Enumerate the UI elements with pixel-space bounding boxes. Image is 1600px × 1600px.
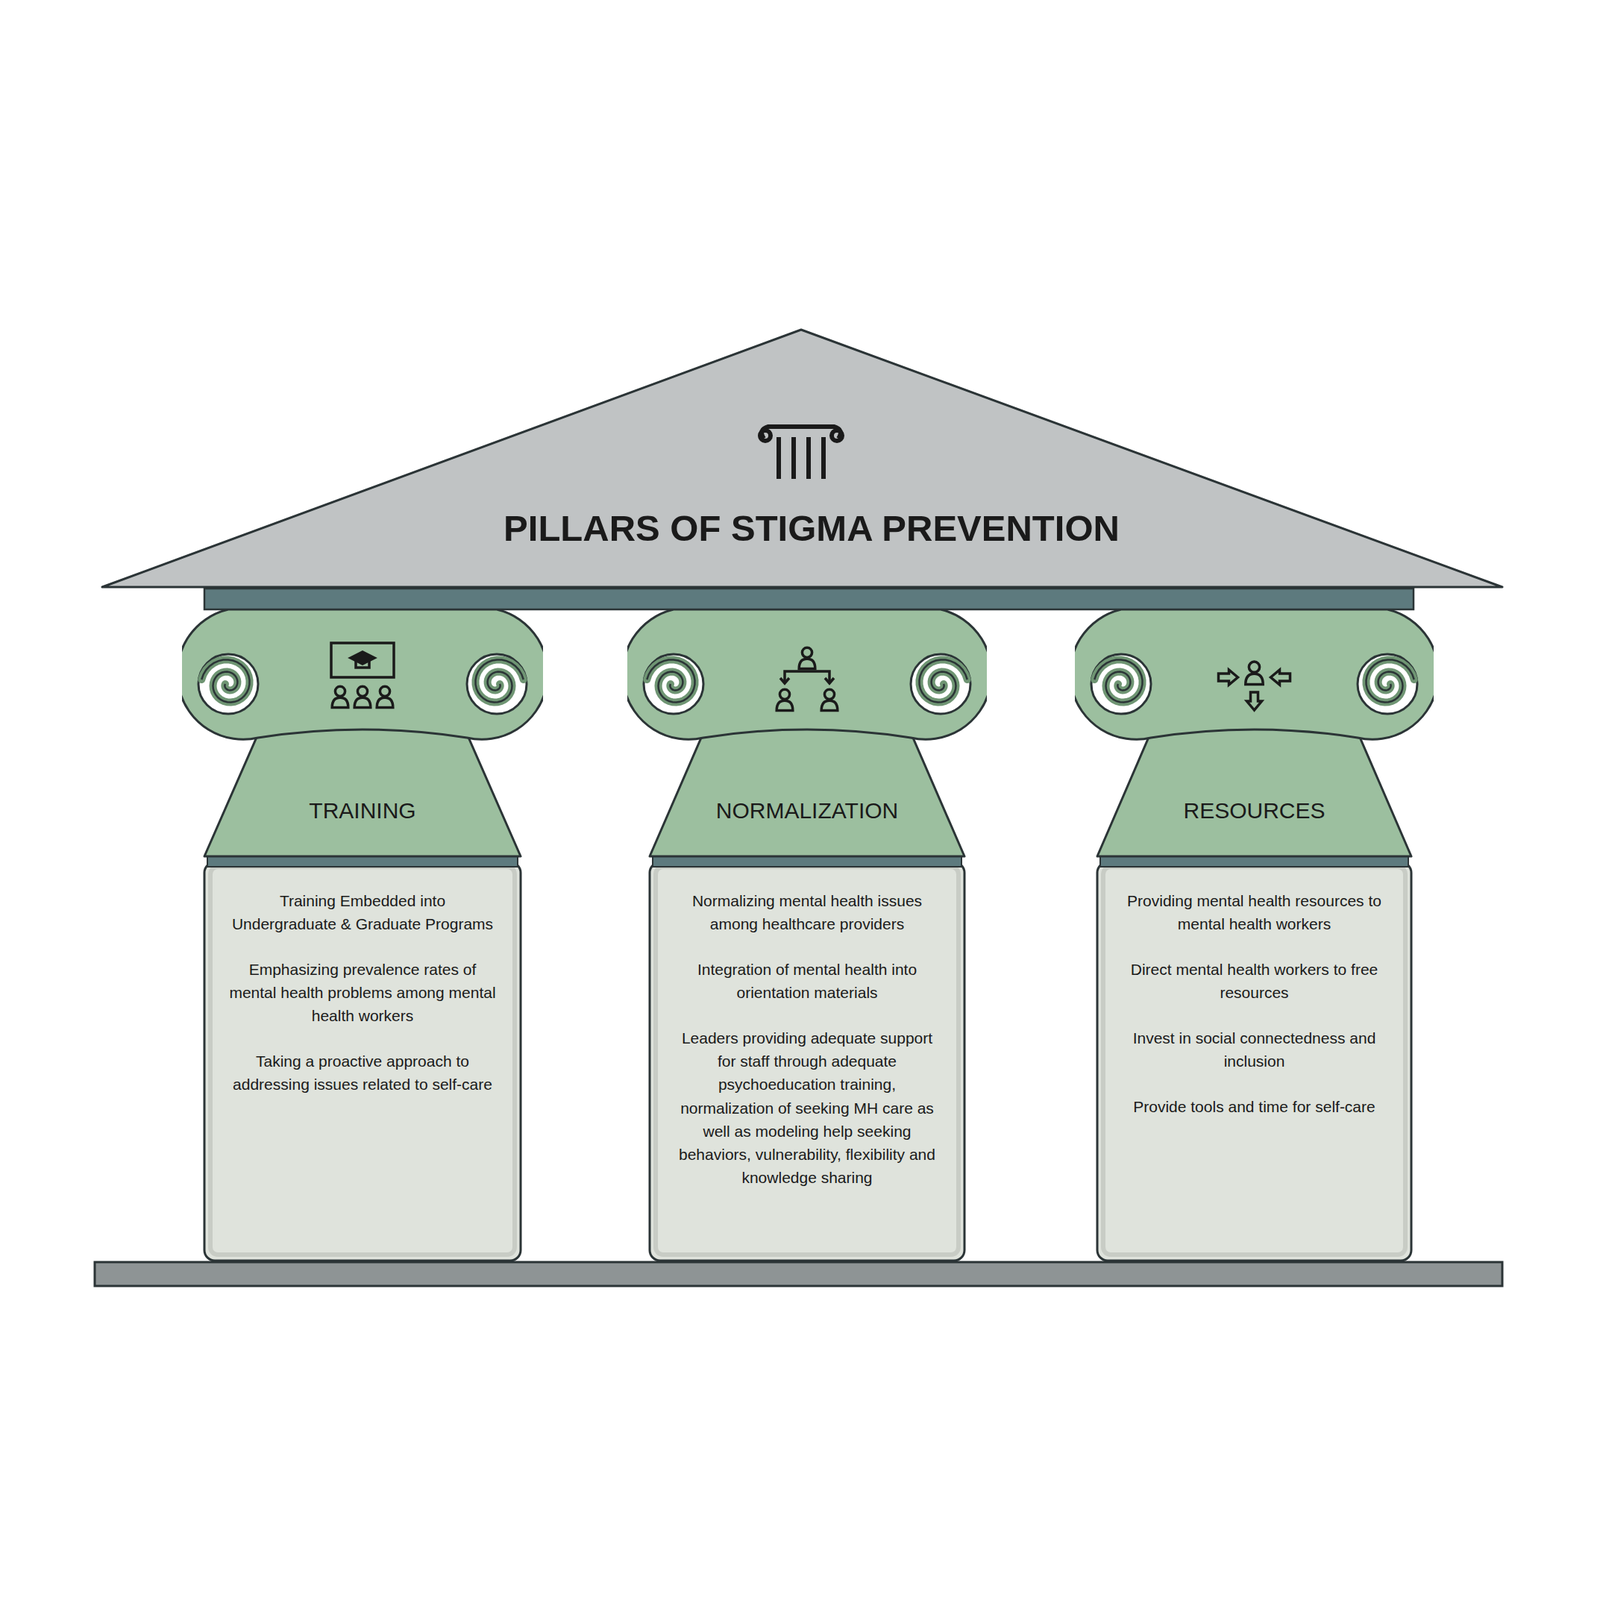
volute-spiral-line (1094, 659, 1143, 702)
pillar-icon (1218, 661, 1291, 711)
volute-hole (466, 654, 527, 714)
pillar-heading: NORMALIZATION (657, 797, 958, 825)
pillar-point: Providing mental health resources to men… (1119, 889, 1389, 936)
pillar-point: Normalizing mental health issues among h… (672, 889, 943, 936)
pillar-point: Emphasizing prevalence rates of mental h… (226, 957, 499, 1028)
shaft-shading (655, 866, 959, 1255)
volute-spiral-line (475, 659, 523, 702)
pillar: NORMALIZATION Normalizing mental health i… (627, 609, 987, 1263)
pillar-shaft (649, 862, 965, 1261)
pillar-point: Integration of mental health into orient… (672, 957, 943, 1005)
volute-hole (910, 654, 971, 714)
volute-spiral (1094, 659, 1143, 702)
volute-spiral (918, 659, 967, 702)
pillar: TRAINING Training Embedded into Undergrad… (182, 609, 544, 1263)
pillar-icon (331, 642, 394, 708)
architrave (204, 588, 1414, 610)
pillar: RESOURCES Providing mental health resourc… (1074, 609, 1434, 1263)
roof (102, 329, 1503, 588)
pillar-point: Direct mental health workers to free res… (1119, 957, 1389, 1005)
volute-hole (643, 654, 704, 714)
volute-spiral (1365, 659, 1414, 702)
volute-hole (1091, 654, 1151, 714)
pillar-collar (207, 856, 518, 867)
pillar-shaft (204, 862, 521, 1261)
pillar-body: Training Embedded into Undergraduate & G… (226, 889, 499, 1119)
pillar-body: Normalizing mental health issues among h… (672, 889, 943, 1212)
pillar-point: Leaders providing adequate support for s… (672, 1026, 943, 1189)
capital-volutes (1074, 609, 1434, 740)
pillar-shaft (1097, 862, 1412, 1261)
volute-hole (1357, 654, 1418, 714)
pillar-collar (652, 856, 962, 867)
pillar-icon (776, 647, 838, 711)
volute-hole (198, 654, 259, 714)
pillar-point: Invest in social connectedness and inclu… (1119, 1026, 1389, 1073)
pillar-symbol (760, 426, 843, 479)
title: PILLARS OF STIGMA PREVENTION (214, 508, 1409, 549)
volute-spiral-line (918, 659, 967, 702)
pillar-point: Training Embedded into Undergraduate & G… (226, 889, 499, 936)
pillar-collar (1100, 856, 1409, 867)
pillar-point: Provide tools and time for self-care (1119, 1095, 1389, 1119)
pillar-heading: TRAINING (211, 797, 514, 825)
pillar-point: Taking a proactive approach to addressin… (226, 1049, 499, 1096)
shaft-shading (1103, 866, 1406, 1255)
pillar-shape (1074, 609, 1434, 1263)
pillar-shape (627, 609, 987, 1263)
volute-spiral-line (646, 659, 695, 702)
capital-volutes (627, 609, 987, 740)
volute-spiral (646, 659, 695, 702)
volute-spiral (201, 659, 250, 702)
volute-spiral-line (201, 659, 250, 702)
volute-spiral-line (1365, 659, 1414, 702)
volute-spiral (475, 659, 523, 702)
pillar-body: Providing mental health resources to men… (1119, 889, 1389, 1142)
pillar-shape (182, 609, 544, 1263)
base-plinth (94, 1262, 1503, 1286)
capital-volutes (182, 609, 544, 740)
pillar-heading: RESOURCES (1104, 797, 1404, 825)
shaft-shading (210, 866, 515, 1255)
